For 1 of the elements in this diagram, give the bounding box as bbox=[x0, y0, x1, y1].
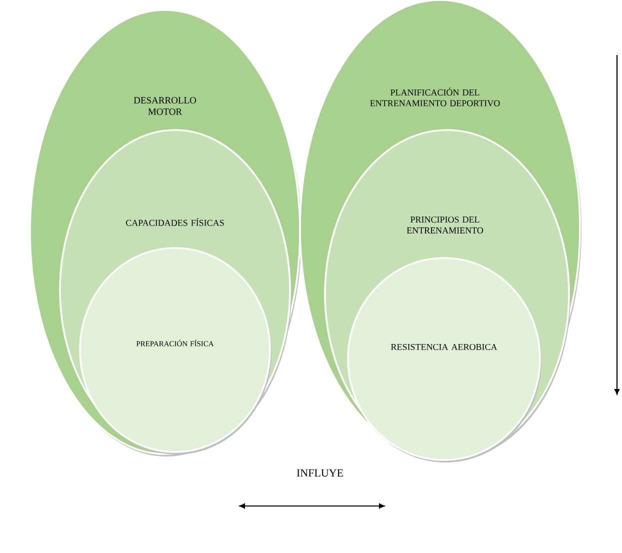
arrow-label: INFLUYE bbox=[296, 469, 343, 477]
